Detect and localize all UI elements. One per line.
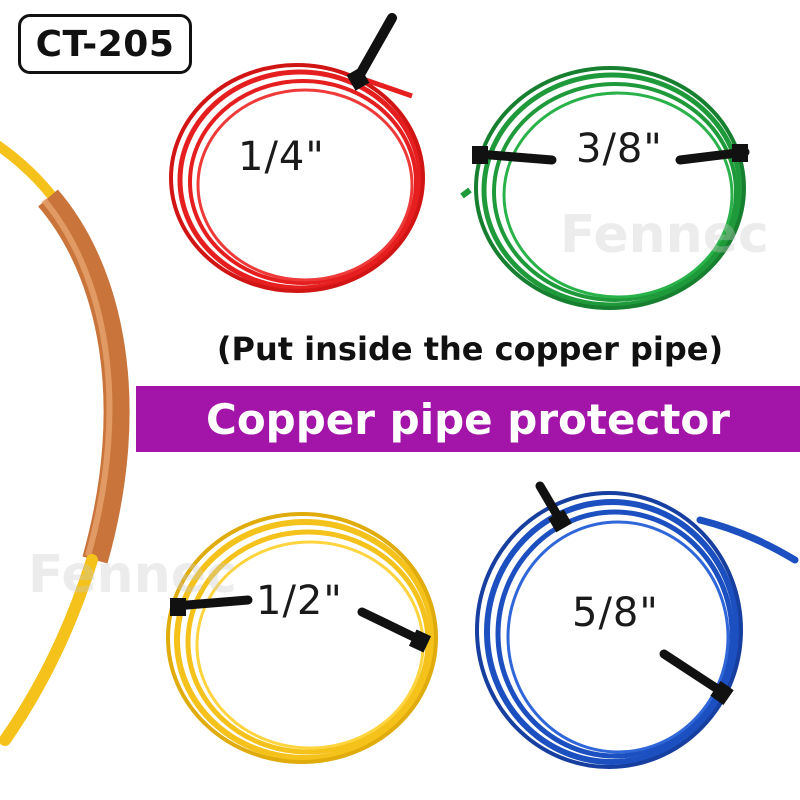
size-label-three-eighths: 3/8" — [576, 126, 663, 172]
yellow-coil — [166, 512, 438, 764]
cable-tie — [535, 481, 572, 533]
cable-tie — [170, 595, 253, 616]
watermark: Fennec — [28, 545, 237, 605]
size-label-five-eighths: 5/8" — [572, 590, 659, 636]
cable-tie — [675, 144, 750, 165]
red-coil — [169, 13, 425, 293]
watermark: Fennec — [560, 205, 769, 265]
usage-note: (Put inside the copper pipe) — [216, 330, 724, 368]
copper-pipe-demo — [0, 140, 130, 746]
cable-tie — [659, 649, 734, 705]
product-code-badge: CT-205 — [18, 14, 192, 74]
blue-coil — [475, 481, 799, 769]
banner-background — [136, 386, 800, 452]
copper-pipe — [38, 189, 130, 564]
yellow-tube-lower — [0, 554, 98, 746]
size-label-half: 1/2" — [256, 578, 343, 624]
yellow-tube-upper — [0, 140, 60, 205]
green-coil — [460, 66, 750, 310]
cable-tie — [357, 607, 432, 653]
copper-pipe-highlight — [41, 198, 113, 557]
size-label-quarter: 1/4" — [238, 134, 325, 180]
cable-tie — [472, 146, 557, 165]
cable-tie — [346, 13, 397, 91]
product-title-banner: Copper pipe protector — [206, 394, 730, 444]
